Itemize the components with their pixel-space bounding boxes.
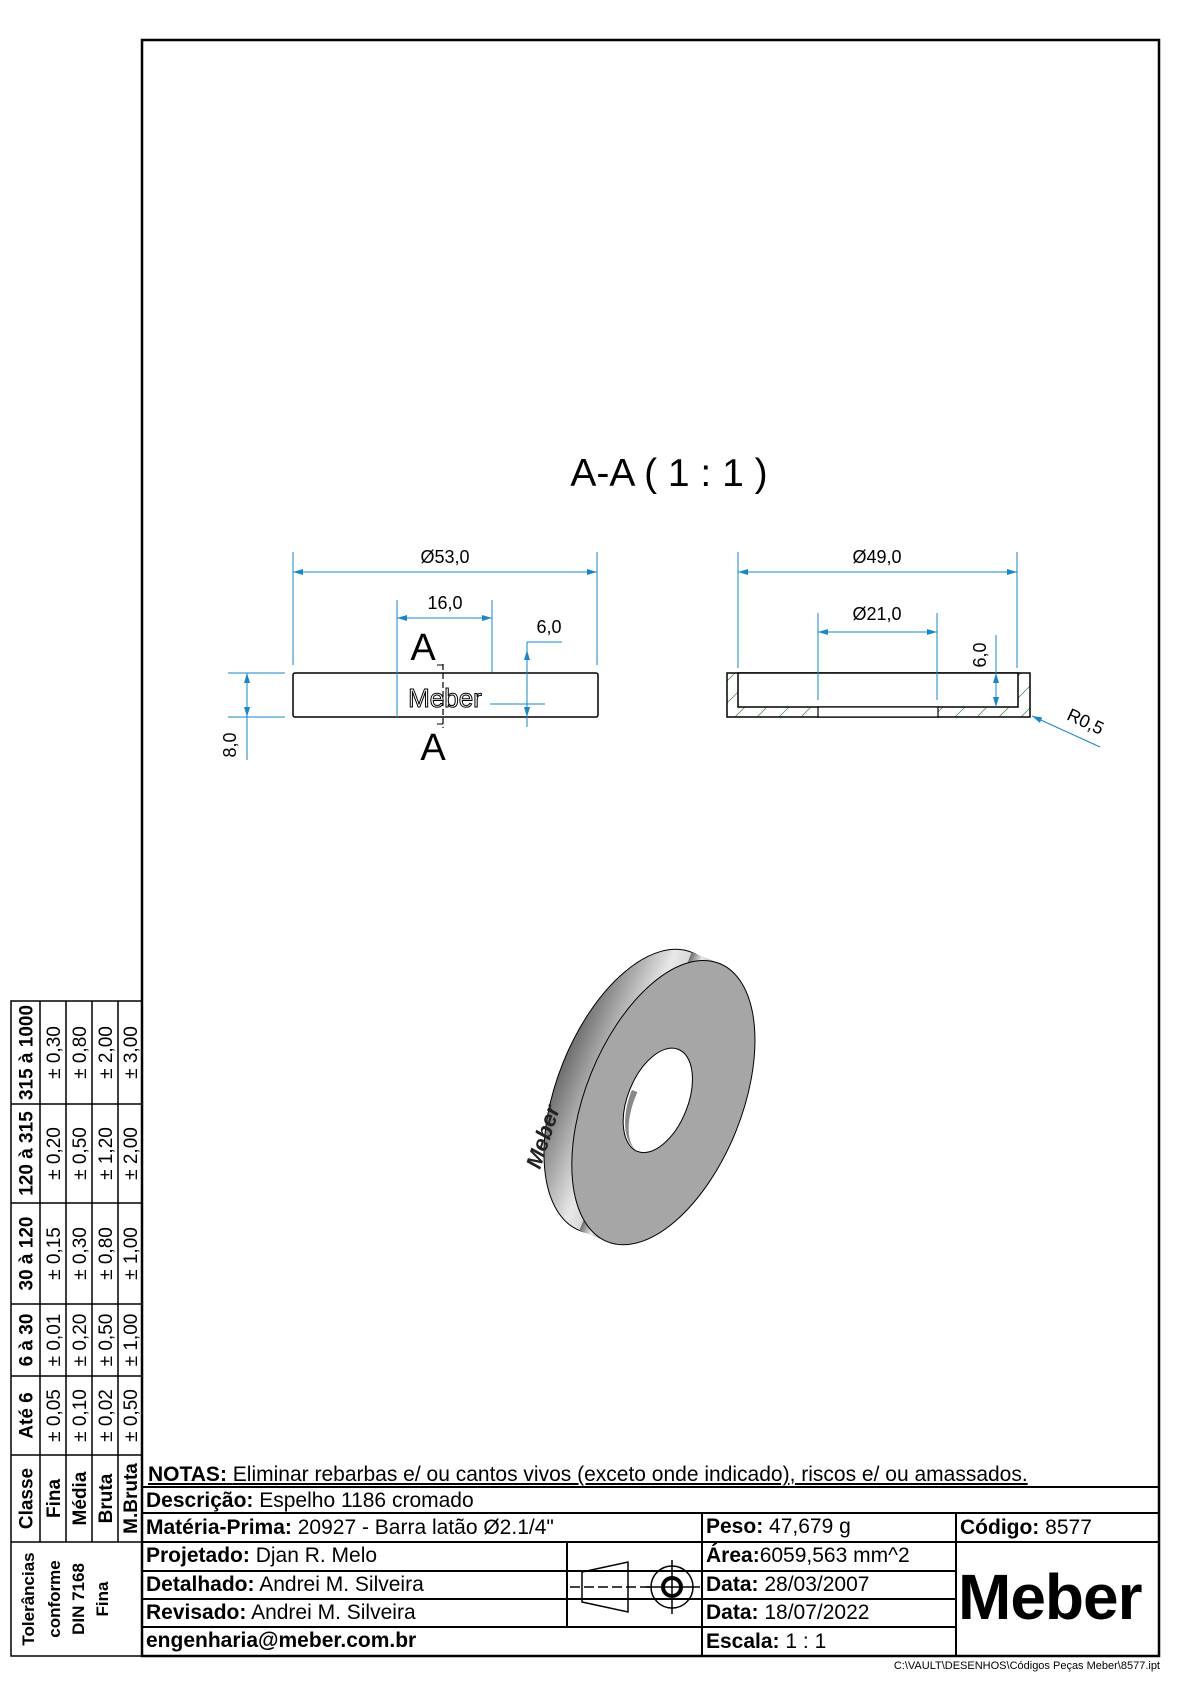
tolerance-value: ± 1,20 [96, 1127, 117, 1180]
divider [701, 1512, 703, 1656]
dim-depth: 6,0 [536, 617, 561, 637]
tolerance-value: ± 0,50 [121, 1389, 142, 1442]
notes: NOTAS: Eliminar rebarbas e/ ou cantos vi… [148, 1463, 1028, 1486]
tolerance-value: ± 1,00 [121, 1314, 142, 1367]
divider [142, 1486, 1159, 1488]
dim-pocket-diameter: Ø49,0 [852, 547, 901, 567]
section-view-title: A-A ( 1 : 1 ) [570, 452, 767, 495]
materia-prima: Matéria-Prima: 20927 - Barra latão Ø2.1/… [146, 1516, 554, 1539]
divider [566, 1541, 568, 1627]
tolerance-value: ± 0,50 [96, 1314, 117, 1367]
tolerance-value: ± 0,10 [70, 1389, 91, 1442]
part-outline [292, 672, 599, 718]
iso-view [543, 948, 756, 1246]
tolerance-value: ± 0,15 [44, 1227, 65, 1280]
tolerance-value: ± 0,01 [44, 1314, 65, 1367]
escala: Escala: 1 : 1 [706, 1630, 827, 1653]
area: Área:6059,563 mm^2 [706, 1544, 910, 1567]
divider [142, 1570, 955, 1572]
dim-thickness: 8,0 [220, 732, 240, 757]
projetado: Projetado: Djan R. Melo [146, 1544, 378, 1567]
tolerance-value: ± 3,00 [121, 1026, 142, 1079]
tolerance-class: Média [70, 1471, 91, 1525]
company-logo: Meber [958, 1561, 1142, 1633]
tolerance-header: 6 à 30 [17, 1314, 38, 1367]
divider [142, 1626, 955, 1628]
divider [142, 1541, 1159, 1543]
tolerance-value: ± 0,80 [96, 1227, 117, 1280]
tolerance-value: ± 0,20 [44, 1127, 65, 1180]
tolerance-header: 315 à 1000 [17, 1005, 38, 1100]
data-criacao: Data: 28/03/2007 [706, 1573, 870, 1596]
tolerance-value: ± 0,20 [70, 1314, 91, 1367]
tolerance-value: ± 2,00 [121, 1127, 142, 1180]
dim-hole-diameter: Ø21,0 [852, 604, 901, 624]
sheet-border [140, 38, 1161, 1658]
tolerance-title: Fina [93, 1581, 112, 1616]
tolerance-header: Classe [17, 1468, 38, 1529]
tolerance-value: ± 0,80 [70, 1026, 91, 1079]
file-path: C:\VAULT\DESENHOS\Códigos Peças Meber\85… [893, 1660, 1160, 1672]
revisado: Revisado: Andrei M. Silveira [146, 1601, 416, 1624]
tolerance-value: ± 0,30 [70, 1227, 91, 1280]
tolerance-value: ± 0,02 [96, 1389, 117, 1442]
tolerance-header: Até 6 [17, 1392, 38, 1438]
tolerance-header: 120 à 315 [17, 1111, 38, 1196]
divider [142, 1512, 1159, 1514]
tolerance-title: conforme [45, 1560, 64, 1637]
tolerance-value: ± 0,05 [44, 1389, 65, 1442]
tolerance-value: ± 2,00 [96, 1026, 117, 1079]
tolerance-class: Bruta [96, 1473, 117, 1523]
tolerance-header: 30 à 120 [17, 1217, 38, 1291]
front-view: Ø53,0 16,0 6,0 8,0 A A Meber [220, 547, 599, 769]
tolerance-class: Fina [44, 1479, 65, 1518]
section-label-top: A [410, 627, 436, 669]
tolerance-value: ± 1,00 [121, 1227, 142, 1280]
email: engenharia@meber.com.br [146, 1629, 417, 1652]
detalhado: Detalhado: Andrei M. Silveira [146, 1573, 424, 1596]
dim-outer-diameter: Ø53,0 [420, 547, 469, 567]
divider [955, 1512, 957, 1656]
divider [142, 1598, 955, 1600]
tolerance-table [10, 1000, 143, 1657]
section-view: Ø49,0 Ø21,0 6,0 R0,5 [726, 547, 1107, 748]
tolerance-value: ± 0,50 [70, 1127, 91, 1180]
dim-pocket-depth: 6,0 [970, 642, 990, 667]
tolerance-title: Tolerâncias [19, 1552, 38, 1645]
data-revisao: Data: 18/07/2022 [706, 1601, 870, 1624]
descricao: Descrição: Espelho 1186 cromado [146, 1489, 474, 1512]
tolerance-class: M.Bruta [121, 1463, 142, 1534]
codigo: Código: 8577 [960, 1516, 1092, 1539]
tolerance-value: ± 0,30 [44, 1026, 65, 1079]
tolerance-title: DIN 7168 [69, 1563, 88, 1635]
peso: Peso: 47,679 g [706, 1515, 851, 1538]
section-label-bottom: A [420, 727, 446, 769]
engraving-text: Meber [408, 683, 482, 713]
dim-width: 16,0 [427, 593, 462, 613]
